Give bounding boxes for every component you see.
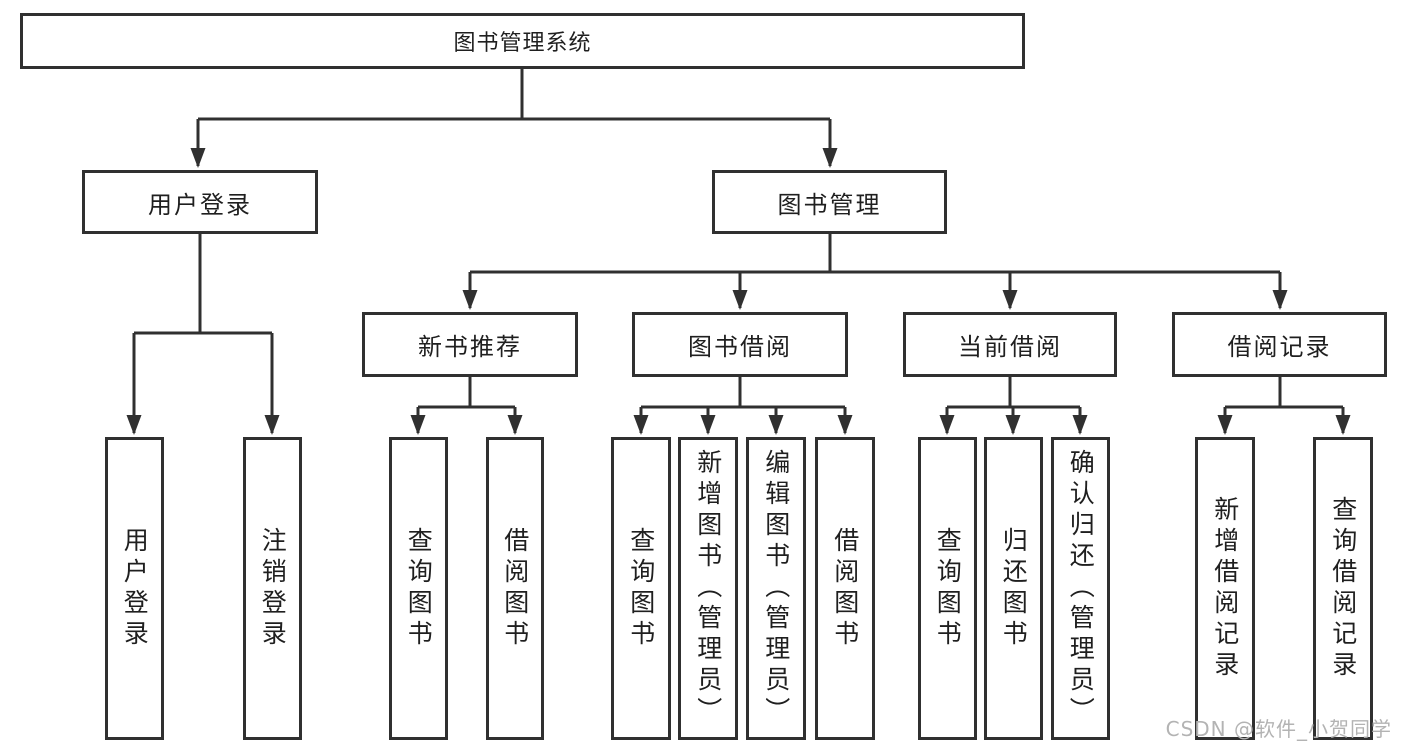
- leaf-add-borrow-record: 新增借阅记录: [1195, 437, 1255, 740]
- node-label: 图书借阅: [688, 333, 792, 361]
- node-current-borrowing: 当前借阅: [903, 312, 1117, 377]
- node-borrowing-records: 借阅记录: [1172, 312, 1387, 377]
- node-user-login: 用户登录: [82, 170, 318, 234]
- node-label: 新书推荐: [418, 333, 522, 361]
- connector-root-to-level2: [190, 69, 838, 168]
- leaf-edit-books-admin: 编辑图书（管理员）: [746, 437, 806, 740]
- node-label: 注销登录: [258, 526, 288, 651]
- node-label: 借阅图书: [500, 526, 530, 651]
- node-label: 查询借阅记录: [1328, 495, 1358, 682]
- connector-new-book-children: [410, 377, 523, 435]
- leaf-add-books-admin: 新增图书（管理员）: [678, 437, 738, 740]
- leaf-borrow-books-recommend: 借阅图书: [486, 437, 544, 740]
- connector-book-management-to-level3: [462, 234, 1288, 310]
- node-label: 图书管理: [777, 190, 882, 219]
- connector-book-borrowing-children: [633, 377, 853, 435]
- node-book-borrowing: 图书借阅: [632, 312, 848, 377]
- node-label: 新增图书（管理员）: [693, 449, 723, 728]
- node-label: 查询图书: [626, 526, 656, 651]
- watermark-text: CSDN @软件_小贺同学: [1165, 717, 1392, 741]
- node-label: 用户登录: [120, 526, 150, 651]
- watermark: CSDN @软件_小贺同学: [1166, 713, 1392, 742]
- node-system-root: 图书管理系统: [20, 13, 1025, 69]
- node-label: 归还图书: [999, 526, 1029, 651]
- leaf-confirm-return-admin: 确认归还（管理员）: [1051, 437, 1110, 740]
- node-label: 确认归还（管理员）: [1066, 449, 1096, 728]
- leaf-return-books: 归还图书: [984, 437, 1043, 740]
- leaf-logout: 注销登录: [243, 437, 302, 740]
- node-label: 当前借阅: [958, 333, 1062, 361]
- node-label: 借阅图书: [830, 526, 860, 651]
- node-label: 编辑图书（管理员）: [761, 449, 791, 728]
- node-label: 查询图书: [404, 526, 434, 651]
- node-label: 图书管理系统: [453, 31, 592, 56]
- connector-current-borrowing-children: [939, 377, 1088, 435]
- node-label: 查询图书: [933, 526, 963, 651]
- leaf-borrow-books-borrowing: 借阅图书: [815, 437, 875, 740]
- leaf-query-books-recommend: 查询图书: [389, 437, 448, 740]
- node-label: 借阅记录: [1227, 333, 1332, 361]
- node-new-book-recommendation: 新书推荐: [362, 312, 578, 377]
- connector-borrowing-records-children: [1217, 377, 1351, 435]
- connector-user-login-children: [126, 234, 280, 435]
- node-label: 用户登录: [148, 190, 252, 219]
- node-label: 新增借阅记录: [1210, 495, 1240, 682]
- leaf-user-login: 用户登录: [105, 437, 164, 740]
- leaf-query-books-current: 查询图书: [918, 437, 977, 740]
- leaf-query-borrow-record: 查询借阅记录: [1313, 437, 1373, 740]
- node-book-management: 图书管理: [712, 170, 947, 234]
- leaf-query-books-borrowing: 查询图书: [611, 437, 671, 740]
